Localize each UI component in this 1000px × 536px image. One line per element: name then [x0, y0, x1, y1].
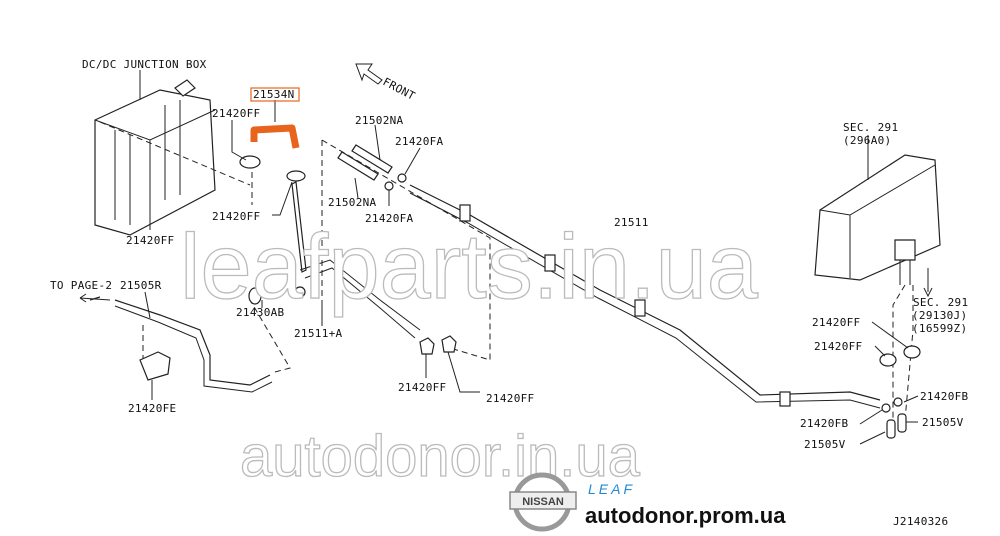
label-296a0: (296A0) [843, 134, 891, 147]
label-21420ff: 21420FF [398, 381, 446, 394]
label-21511a: 21511+A [294, 327, 343, 340]
label-to-page-2: TO PAGE-2 [50, 279, 112, 292]
label-21420ff: 21420FF [814, 340, 862, 353]
label-21505r: 21505R [120, 279, 162, 292]
label-21420fe: 21420FE [128, 402, 176, 415]
label-21430ab: 21430AB [236, 306, 285, 319]
label-21505v: 21505V [922, 416, 964, 429]
label-21420ff: 21420FF [486, 392, 534, 405]
label-sec-291: SEC. 291 [843, 121, 898, 134]
label-29130j: (29130J) [912, 309, 967, 322]
leaf-logo: LEAF [588, 481, 635, 497]
label-21420fa: 21420FA [365, 212, 414, 225]
watermark-leafparts: leafparts.in.ua [180, 216, 759, 318]
watermark-autodonor: autodonor.in.ua [240, 424, 641, 489]
dcdc-junction-box [94, 70, 251, 236]
label-21420fa: 21420FA [395, 135, 444, 148]
label-21420ff: 21420FF [126, 234, 174, 247]
front-arrow-icon [355, 63, 383, 85]
label-21502na: 21502NA [328, 196, 377, 209]
label-16599z: (16599Z) [912, 322, 967, 335]
label-front: FRONT [381, 75, 418, 103]
label-21420ff: 21420FF [812, 316, 860, 329]
label-21420fb: 21420FB [800, 417, 849, 430]
sec-291-unit [814, 135, 941, 298]
label-21534n: 21534N [253, 88, 295, 101]
coolant-pipes [299, 184, 881, 409]
diagram-code: J2140326 [893, 515, 948, 528]
label-21511: 21511 [614, 216, 649, 229]
label-dcdc-junction-box: DC/DC JUNCTION BOX [82, 58, 207, 71]
label-21420ff: 21420FF [212, 210, 260, 223]
label-21420ff: 21420FF [212, 107, 260, 120]
nissan-logo-text: NISSAN [522, 496, 564, 508]
label-21502na: 21502NA [355, 114, 404, 127]
nissan-logo: NISSAN [509, 472, 577, 532]
label-21420fb: 21420FB [920, 390, 969, 403]
label-sec-291: SEC. 291 [913, 296, 968, 309]
label-21505v: 21505V [804, 438, 846, 451]
highlight-box [250, 87, 300, 102]
site-name: autodonor.prom.ua [585, 503, 786, 528]
hose-21534n [250, 124, 300, 149]
